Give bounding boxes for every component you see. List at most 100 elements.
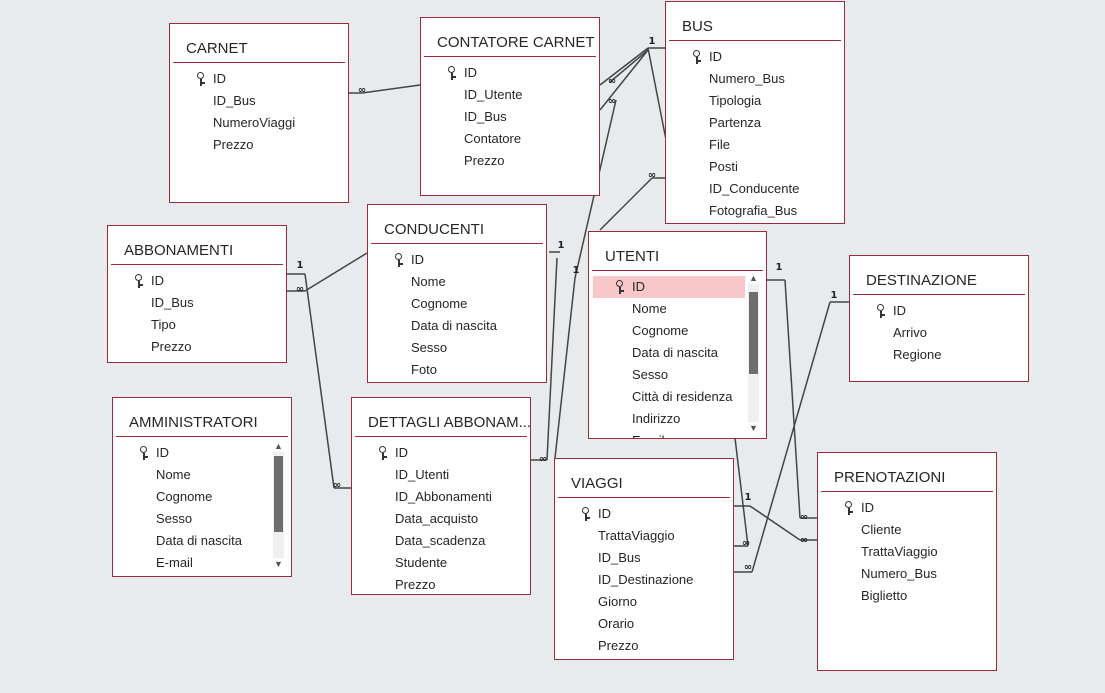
field-row[interactable]: Cognome [113,486,291,508]
field-row[interactable]: Contatore [421,128,599,150]
field-row[interactable]: Biglietto [818,585,996,607]
field-row[interactable]: Data_acquisto [352,508,530,530]
field-row[interactable]: ID_Utente [421,84,599,106]
field-row[interactable]: Foto [368,359,546,381]
field-row[interactable]: Studente [352,552,530,574]
field-row[interactable]: Sesso [368,337,546,359]
field-row[interactable]: Prezzo [170,134,348,156]
field-row[interactable]: TrattaViaggio [818,541,996,563]
field-primary-key[interactable]: ID [108,270,286,292]
field-primary-key[interactable]: ID [593,276,745,298]
field-row[interactable]: Data di nascita [113,530,291,552]
field-row[interactable]: Data_scadenza [352,530,530,552]
table-title[interactable]: AMMINISTRATORI [129,414,258,431]
field-row[interactable]: Sesso [113,508,291,530]
field-row[interactable]: Partenza [666,112,844,134]
table-title[interactable]: CONDUCENTI [384,221,484,238]
field-row[interactable]: Fotografia_Bus [666,200,844,222]
scroll-up-arrow-icon[interactable]: ▲ [274,441,283,451]
field-row[interactable]: Nome [589,298,766,320]
field-primary-key[interactable]: ID [555,503,733,525]
table-title[interactable]: DETTAGLI ABBONAM... [368,414,530,431]
scroll-down-arrow-icon[interactable]: ▼ [274,559,283,569]
field-row[interactable]: ID_Destinazione [555,569,733,591]
field-row[interactable]: Cognome [368,293,546,315]
field-row[interactable]: ID_Utenti [352,464,530,486]
table-title[interactable]: UTENTI [605,248,660,265]
field-row[interactable]: Nome [368,271,546,293]
field-row[interactable]: Arrivo [850,322,1028,344]
field-row[interactable]: Sesso [589,364,766,386]
field-row[interactable]: Orario [555,613,733,635]
cardinality-one-label: 1 [573,265,580,276]
field-row[interactable]: Data di nascita [589,342,766,364]
scroll-thumb[interactable] [274,456,283,532]
table-title[interactable]: CONTATORE CARNET ... [437,34,599,51]
field-row[interactable]: Data di nascita [368,315,546,337]
field-row[interactable]: E-mail [113,552,291,574]
field-primary-key[interactable]: ID [850,300,1028,322]
field-row[interactable]: Posti [666,156,844,178]
field-row[interactable]: Tipologia [666,90,844,112]
field-row[interactable]: Indirizzo [589,408,766,430]
field-row[interactable]: Numero_Bus [818,563,996,585]
field-row[interactable]: Regione [850,344,1028,366]
field-row[interactable]: Nome [113,464,291,486]
relationship-line [304,252,368,292]
table-title[interactable]: ABBONAMENTI [124,242,234,259]
field-row[interactable]: Giorno [555,591,733,613]
field-row[interactable]: ID_Conducente [666,178,844,200]
field-row[interactable]: ID_Bus [108,292,286,314]
field-row[interactable]: Email [589,430,766,438]
field-row[interactable]: Città di residenza [589,386,766,408]
table-title[interactable]: PRENOTAZIONI [834,469,946,486]
field-row[interactable]: Prezzo [108,336,286,358]
field-row[interactable]: ID_Bus [555,547,733,569]
field-row[interactable]: Prezzo [421,150,599,172]
field-row[interactable]: ID_Abbonamenti [352,486,530,508]
field-row[interactable]: Cliente [818,519,996,541]
table-title[interactable]: BUS [682,18,713,35]
table-title[interactable]: DESTINAZIONE [866,272,977,289]
table-title[interactable]: VIAGGI [571,475,623,492]
scroll-thumb[interactable] [749,292,758,374]
field-row[interactable]: Numero_Bus [666,68,844,90]
field-row[interactable]: File [666,134,844,156]
field-row[interactable]: ID_Bus [421,106,599,128]
field-primary-key[interactable]: ID [421,62,599,84]
field-primary-key[interactable]: ID [113,442,291,464]
vertical-scrollbar[interactable]: ▲ ▼ [273,440,284,570]
field-row[interactable]: Tipo [108,314,286,336]
table-title[interactable]: CARNET [186,40,248,57]
scroll-down-arrow-icon[interactable]: ▼ [749,423,758,433]
field-row[interactable]: Prezzo [555,635,733,657]
field-primary-key[interactable]: ID [666,46,844,68]
field-label: Regione [893,347,942,362]
scroll-up-arrow-icon[interactable]: ▲ [749,273,758,283]
vertical-scrollbar[interactable]: ▲ ▼ [748,272,759,434]
relationship-line [599,47,649,86]
field-row[interactable]: NumeroViaggi [170,112,348,134]
field-primary-key[interactable]: ID [818,497,996,519]
field-row[interactable]: TrattaViaggio [555,525,733,547]
scroll-track[interactable] [273,452,284,558]
field-primary-key[interactable]: ID [368,249,546,271]
scroll-track[interactable] [748,284,759,422]
field-row[interactable]: Prezzo [352,574,530,594]
field-primary-key[interactable]: ID [352,442,530,464]
field-row[interactable]: Cognome [589,320,766,342]
field-primary-key[interactable]: ID [170,68,348,90]
field-label: ID [709,49,722,64]
field-row[interactable]: ID_Bus [170,90,348,112]
